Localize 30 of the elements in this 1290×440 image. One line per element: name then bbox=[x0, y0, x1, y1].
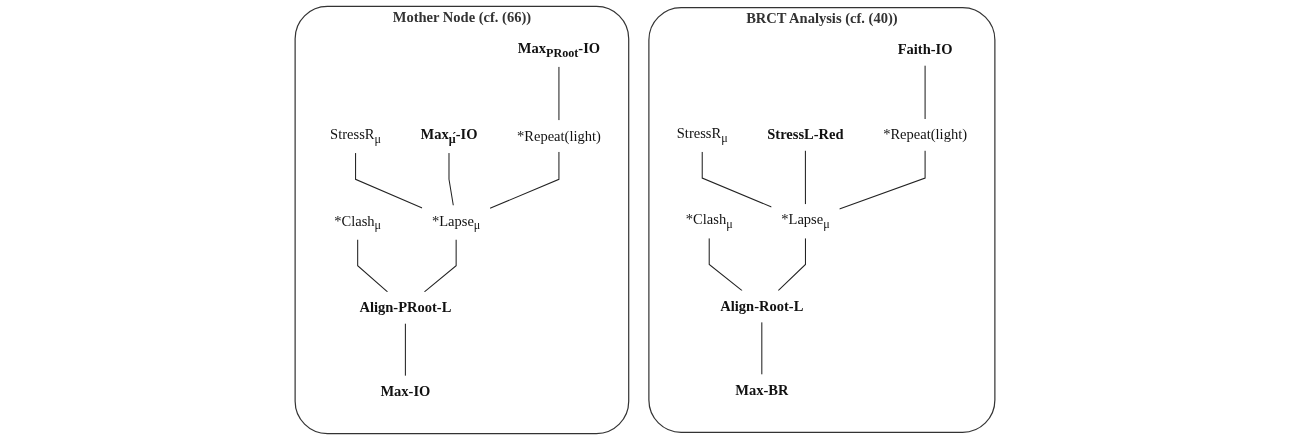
node-text: Max$_{μ́}$-IO bbox=[420, 126, 478, 146]
node-text: Max$_{PRoot}$-IO bbox=[517, 39, 601, 59]
node-text: *Clash$_{μ}$ bbox=[685, 211, 733, 231]
node-text: StressR$_{μ}$ bbox=[676, 125, 728, 145]
node-text: *Clash$_{μ}$ bbox=[334, 212, 382, 232]
connector bbox=[777, 237, 806, 292]
connector bbox=[404, 322, 406, 377]
connector bbox=[708, 237, 743, 292]
connector bbox=[355, 152, 423, 209]
connector bbox=[448, 152, 454, 207]
connector bbox=[357, 238, 389, 293]
node-text: Align-PRoot-L bbox=[359, 299, 452, 316]
connector bbox=[924, 64, 926, 120]
node-text: *Repeat(light) bbox=[883, 126, 968, 143]
connector bbox=[701, 151, 773, 208]
node-text: *Lapse$_{μ}$ bbox=[431, 212, 481, 232]
node-text: Align-Root-L bbox=[720, 297, 804, 315]
node-text: *Lapse$_{μ}$ bbox=[781, 211, 830, 231]
connector bbox=[423, 238, 457, 293]
node-text: StressR$_{μ}$ bbox=[330, 126, 381, 146]
connector bbox=[489, 151, 560, 209]
node-text: Faith-IO bbox=[897, 41, 953, 58]
node-text: *Repeat(light) bbox=[516, 127, 601, 144]
connector bbox=[761, 321, 763, 376]
node-text: Max-BR bbox=[735, 381, 789, 398]
node-text: StressL-Red bbox=[767, 126, 844, 143]
node-text: Max-IO bbox=[380, 383, 431, 400]
connector bbox=[804, 150, 806, 205]
connector bbox=[558, 66, 560, 121]
connector bbox=[838, 150, 926, 210]
